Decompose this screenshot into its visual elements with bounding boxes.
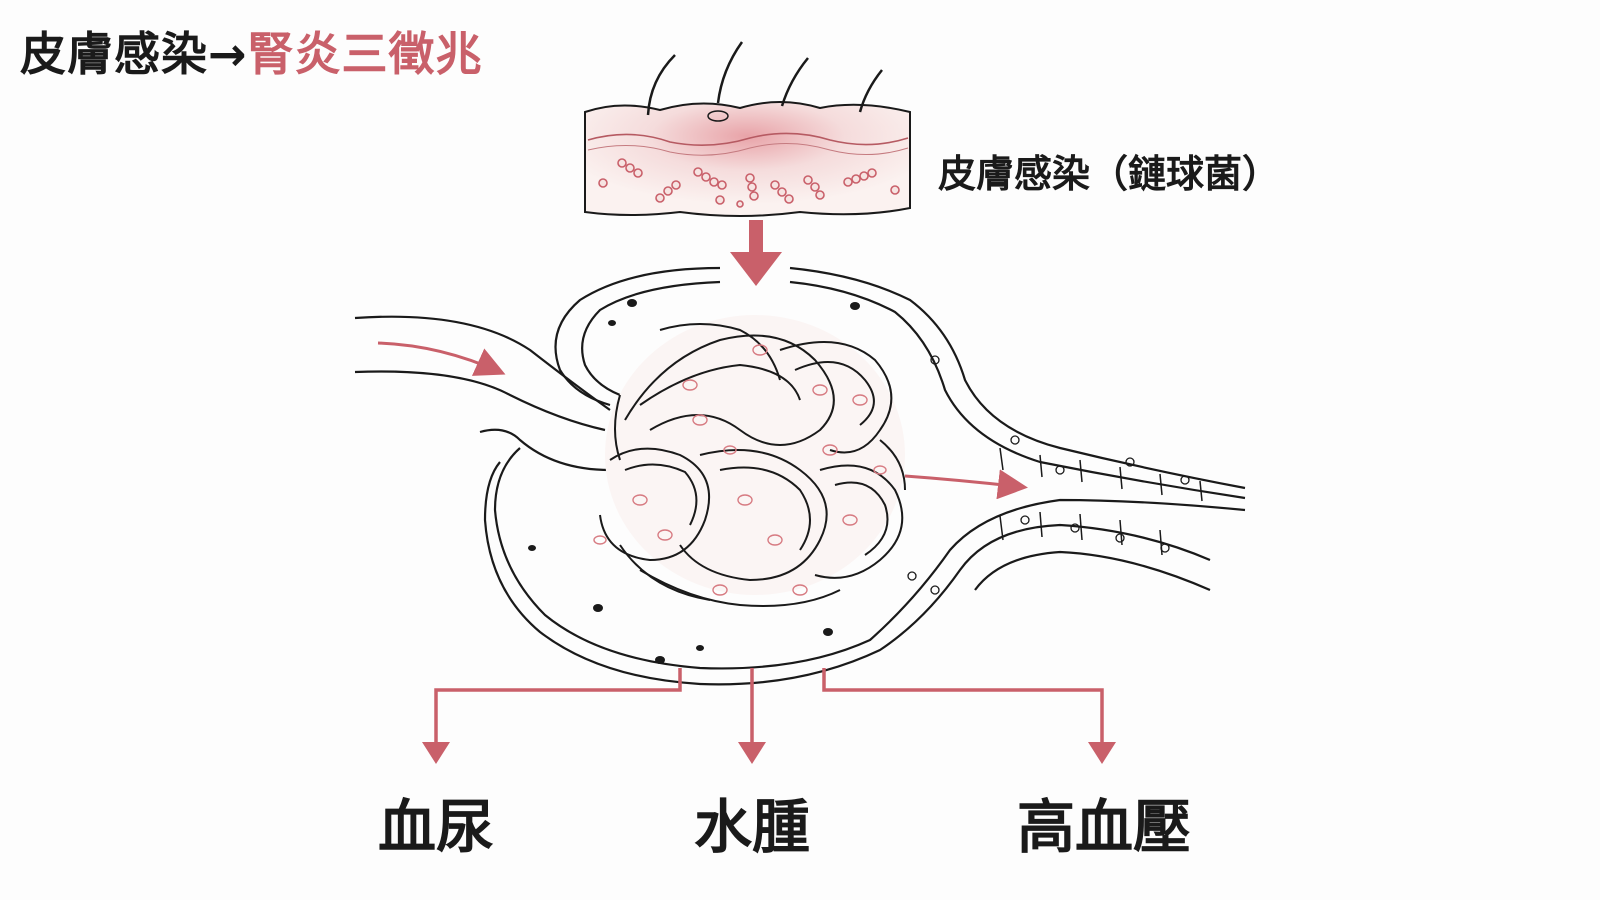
outflow-arrow: [904, 469, 1028, 500]
title-arrow: →: [208, 27, 248, 81]
title-highlight: 腎炎三徵兆: [247, 27, 483, 81]
skin-infection-label: 皮膚感染（鏈球菌）: [938, 152, 1281, 196]
skin-to-kidney-arrow: [730, 220, 782, 286]
title-prefix: 皮膚感染: [20, 27, 208, 81]
diagram-title: 皮膚感染→腎炎三徵兆: [20, 18, 483, 84]
outcome-edema: 水腫: [693, 793, 811, 861]
outcome-hematuria: 血尿: [377, 793, 495, 861]
outcome-hypertension: 高血壓: [1016, 793, 1192, 861]
capillary-loops: [593, 315, 906, 607]
skin-section: [584, 41, 911, 217]
outcome-arrowheads: [422, 742, 1116, 764]
glomerulus: [354, 266, 1246, 686]
streptococcus-bacteria: [598, 158, 900, 208]
inflow-arrow: [377, 341, 506, 376]
outcome-arrows: [434, 668, 1104, 745]
